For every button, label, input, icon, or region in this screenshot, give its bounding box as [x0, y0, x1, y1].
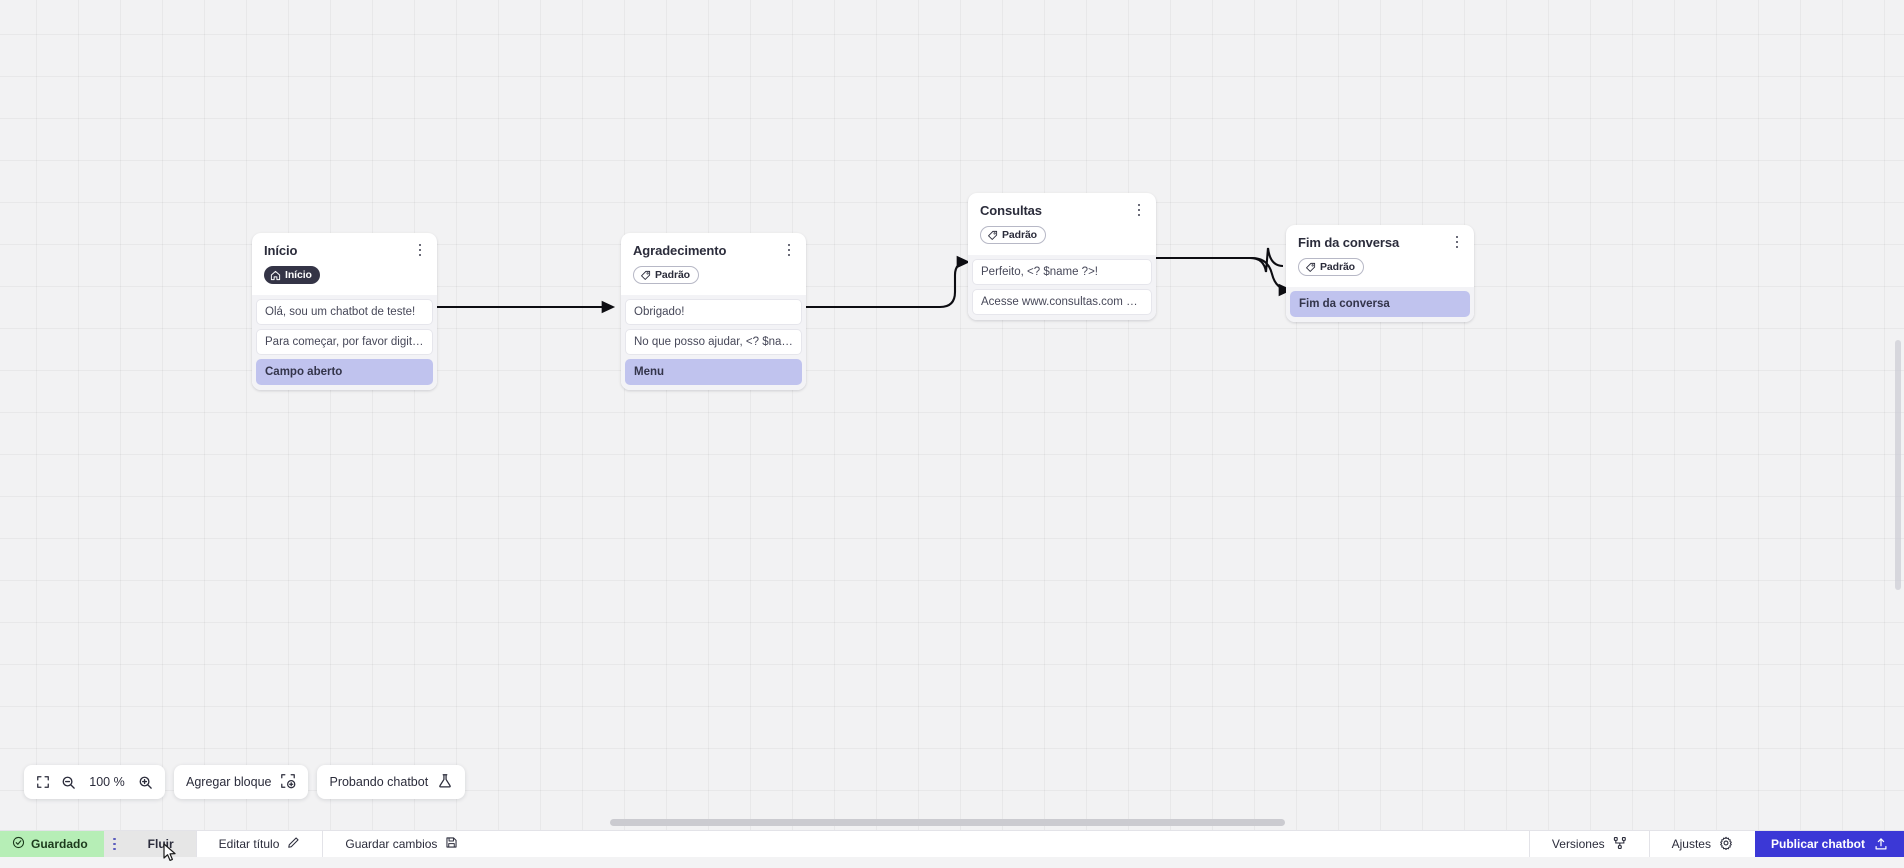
node-title: Consultas — [980, 203, 1144, 219]
connector-layer — [0, 0, 1904, 830]
flow-overflow-menu-button[interactable] — [104, 831, 126, 857]
versions-label: Versiones — [1552, 837, 1605, 851]
node-title: Início — [264, 243, 425, 259]
node-tag-label: Padrão — [1002, 229, 1037, 241]
flow-node-agradecimento[interactable]: Agradecimento Padrão Obrigado! No que po… — [621, 233, 806, 390]
node-menu-button[interactable] — [412, 240, 428, 260]
tag-icon — [987, 230, 998, 241]
tab-fluir-label: Fluir — [148, 837, 174, 851]
edge-agradecimento-consultas — [806, 262, 968, 307]
publish-chatbot-label: Publicar chatbot — [1771, 837, 1865, 851]
node-title: Fim da conversa — [1298, 235, 1462, 251]
node-tag-inicio[interactable]: Início — [264, 266, 320, 284]
node-row-message[interactable]: No que posso ajudar, <? $name ... — [625, 329, 802, 355]
canvas-toolbar: 100 % Agregar bloque Probando chatbot — [24, 765, 465, 799]
node-row-message[interactable]: Perfeito, <? $name ?>! — [972, 259, 1152, 285]
flow-canvas[interactable]: Início Início Olá, sou um chatbot de tes… — [0, 0, 1904, 830]
versions-button[interactable]: Versiones — [1529, 831, 1649, 857]
zoom-controls-group: 100 % — [24, 765, 165, 799]
zoom-out-icon[interactable] — [61, 775, 76, 790]
zoom-level-label: 100 % — [87, 775, 127, 789]
add-block-icon — [280, 773, 296, 792]
node-menu-button[interactable] — [1131, 200, 1147, 220]
pencil-icon — [287, 836, 300, 852]
node-row-message[interactable]: Para começar, por favor digite o ... — [256, 329, 433, 355]
statusbar-spacer — [480, 831, 1529, 857]
node-tag-label: Padrão — [1320, 261, 1355, 273]
saved-status-label: Guardado — [31, 837, 88, 851]
test-chatbot-label: Probando chatbot — [329, 775, 428, 789]
node-header: Agradecimento — [621, 233, 806, 259]
home-icon — [270, 270, 281, 281]
edge-consultas-fim-curve — [1156, 258, 1290, 290]
settings-button[interactable]: Ajustes — [1649, 831, 1755, 857]
node-tag-label: Início — [285, 269, 312, 281]
node-body: Obrigado! No que posso ajudar, <? $name … — [621, 295, 806, 390]
edge-consultas-fim — [1156, 248, 1283, 272]
node-tag-padrao[interactable]: Padrão — [980, 226, 1046, 244]
node-body: Olá, sou um chatbot de teste! Para começ… — [252, 295, 437, 390]
node-menu-button[interactable] — [1449, 232, 1465, 252]
node-tag-label: Padrão — [655, 269, 690, 281]
node-row-action[interactable]: Fim da conversa — [1290, 291, 1470, 317]
node-row-action[interactable]: Campo aberto — [256, 359, 433, 385]
add-block-group[interactable]: Agregar bloque — [174, 765, 308, 799]
saved-status-badge: Guardado — [0, 831, 104, 857]
bottom-status-bar: Guardado Fluir Editar título Guardar cam… — [0, 830, 1904, 857]
node-body: Fim da conversa — [1286, 287, 1474, 322]
node-title: Agradecimento — [633, 243, 794, 259]
node-tag-row: Padrão — [968, 219, 1156, 255]
upload-icon — [1874, 837, 1888, 851]
add-block-button[interactable]: Agregar bloque — [186, 773, 296, 792]
test-chatbot-button[interactable]: Probando chatbot — [329, 773, 453, 792]
settings-label: Ajustes — [1672, 837, 1711, 851]
node-row-message[interactable]: Obrigado! — [625, 299, 802, 325]
node-row-action[interactable]: Menu — [625, 359, 802, 385]
canvas-horizontal-scrollbar[interactable] — [610, 819, 1285, 826]
save-disk-icon — [445, 836, 458, 852]
node-tag-row: Início — [252, 259, 437, 295]
branch-icon — [1613, 836, 1627, 853]
node-header: Fim da conversa — [1286, 225, 1474, 251]
gear-icon — [1719, 836, 1733, 853]
node-body: Perfeito, <? $name ?>! Acesse www.consul… — [968, 255, 1156, 320]
node-row-message[interactable]: Acesse www.consultas.com par... — [972, 289, 1152, 315]
node-tag-row: Padrão — [1286, 251, 1474, 287]
node-tag-row: Padrão — [621, 259, 806, 295]
tag-icon — [1305, 262, 1316, 273]
node-row-message[interactable]: Olá, sou um chatbot de teste! — [256, 299, 433, 325]
save-changes-label: Guardar cambios — [345, 837, 437, 851]
flow-node-inicio[interactable]: Início Início Olá, sou um chatbot de tes… — [252, 233, 437, 390]
fit-screen-icon[interactable] — [36, 775, 50, 789]
zoom-in-icon[interactable] — [138, 775, 153, 790]
node-header: Consultas — [968, 193, 1156, 219]
flow-node-consultas[interactable]: Consultas Padrão Perfeito, <? $name ?>! … — [968, 193, 1156, 320]
canvas-vertical-scrollbar[interactable] — [1895, 340, 1901, 590]
test-chatbot-group[interactable]: Probando chatbot — [317, 765, 465, 799]
add-block-label: Agregar bloque — [186, 775, 271, 789]
tag-icon — [640, 270, 651, 281]
check-circle-icon — [12, 836, 25, 852]
node-menu-button[interactable] — [781, 240, 797, 260]
publish-chatbot-button[interactable]: Publicar chatbot — [1755, 831, 1904, 857]
flow-node-fim-da-conversa[interactable]: Fim da conversa Padrão Fim da conversa — [1286, 225, 1474, 322]
node-header: Início — [252, 233, 437, 259]
flask-icon — [437, 773, 453, 792]
save-changes-button[interactable]: Guardar cambios — [322, 831, 480, 857]
edit-title-label: Editar título — [219, 837, 280, 851]
tab-fluir[interactable]: Fluir — [126, 831, 196, 857]
edit-title-button[interactable]: Editar título — [196, 831, 323, 857]
node-tag-padrao[interactable]: Padrão — [1298, 258, 1364, 276]
node-tag-padrao[interactable]: Padrão — [633, 266, 699, 284]
